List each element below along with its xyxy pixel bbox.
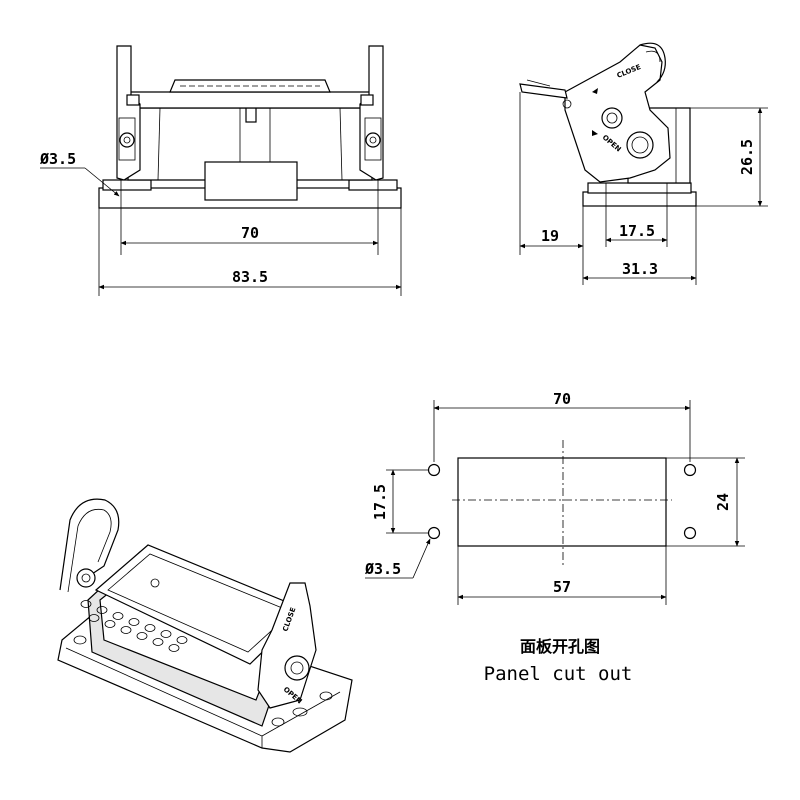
dim-panel-cutout-width: 57 bbox=[553, 578, 571, 596]
front-lever-right bbox=[359, 45, 384, 181]
front-lever-left bbox=[116, 45, 141, 181]
dim-panel-hole-dia: Ø3.5 bbox=[364, 560, 401, 578]
dim-front-overall-width: 83.5 bbox=[232, 268, 268, 286]
iso-lever-left bbox=[59, 498, 120, 591]
dim-panel-cutout-height: 24 bbox=[714, 493, 732, 511]
dim-panel-hole-pitch: 17.5 bbox=[371, 484, 389, 520]
dim-front-hole-spacing: 70 bbox=[241, 224, 259, 242]
front-center-block bbox=[204, 161, 298, 201]
leader-panel-hole bbox=[412, 538, 431, 579]
dim-side-base-depth: 31.3 bbox=[622, 260, 658, 278]
panel-cutout-rect bbox=[457, 457, 667, 547]
dim-front-hole-dia: Ø3.5 bbox=[39, 150, 76, 168]
panel-caption-chinese: 面板开孔图 bbox=[520, 637, 600, 656]
isometric-view: CLOSE OPEN bbox=[57, 498, 353, 753]
leader-front-hole bbox=[84, 167, 120, 197]
side-view: CLOSE OPEN 19 17.5 31.3 26.5 bbox=[519, 42, 768, 285]
dim-side-lever-offset: 19 bbox=[541, 227, 559, 245]
dim-side-hole-offset: 17.5 bbox=[619, 222, 655, 240]
iso-insert-holes bbox=[80, 600, 188, 652]
panel-hole-top-right bbox=[683, 463, 697, 477]
panel-cutout-view: 70 17.5 24 57 Ø3.5 面板开孔图 Panel cut out bbox=[364, 390, 745, 685]
front-top-frame bbox=[124, 91, 376, 109]
front-view: 70 83.5 Ø3.5 bbox=[39, 45, 402, 296]
side-latch-clip bbox=[519, 83, 568, 99]
side-lock-pin bbox=[626, 131, 654, 159]
front-top-rim bbox=[169, 79, 331, 93]
front-flange-step-right bbox=[348, 179, 398, 191]
front-flange-step-left bbox=[102, 179, 152, 191]
iso-lock-pin bbox=[284, 655, 310, 681]
side-base bbox=[582, 191, 697, 207]
panel-hole-bottom-left bbox=[427, 526, 441, 540]
panel-hole-top-left bbox=[427, 463, 441, 477]
side-pivot bbox=[601, 107, 623, 129]
dim-panel-hole-spacing: 70 bbox=[553, 390, 571, 408]
panel-caption-english: Panel cut out bbox=[484, 663, 633, 685]
panel-hole-bottom-right bbox=[683, 526, 697, 540]
dim-side-height: 26.5 bbox=[738, 139, 756, 175]
